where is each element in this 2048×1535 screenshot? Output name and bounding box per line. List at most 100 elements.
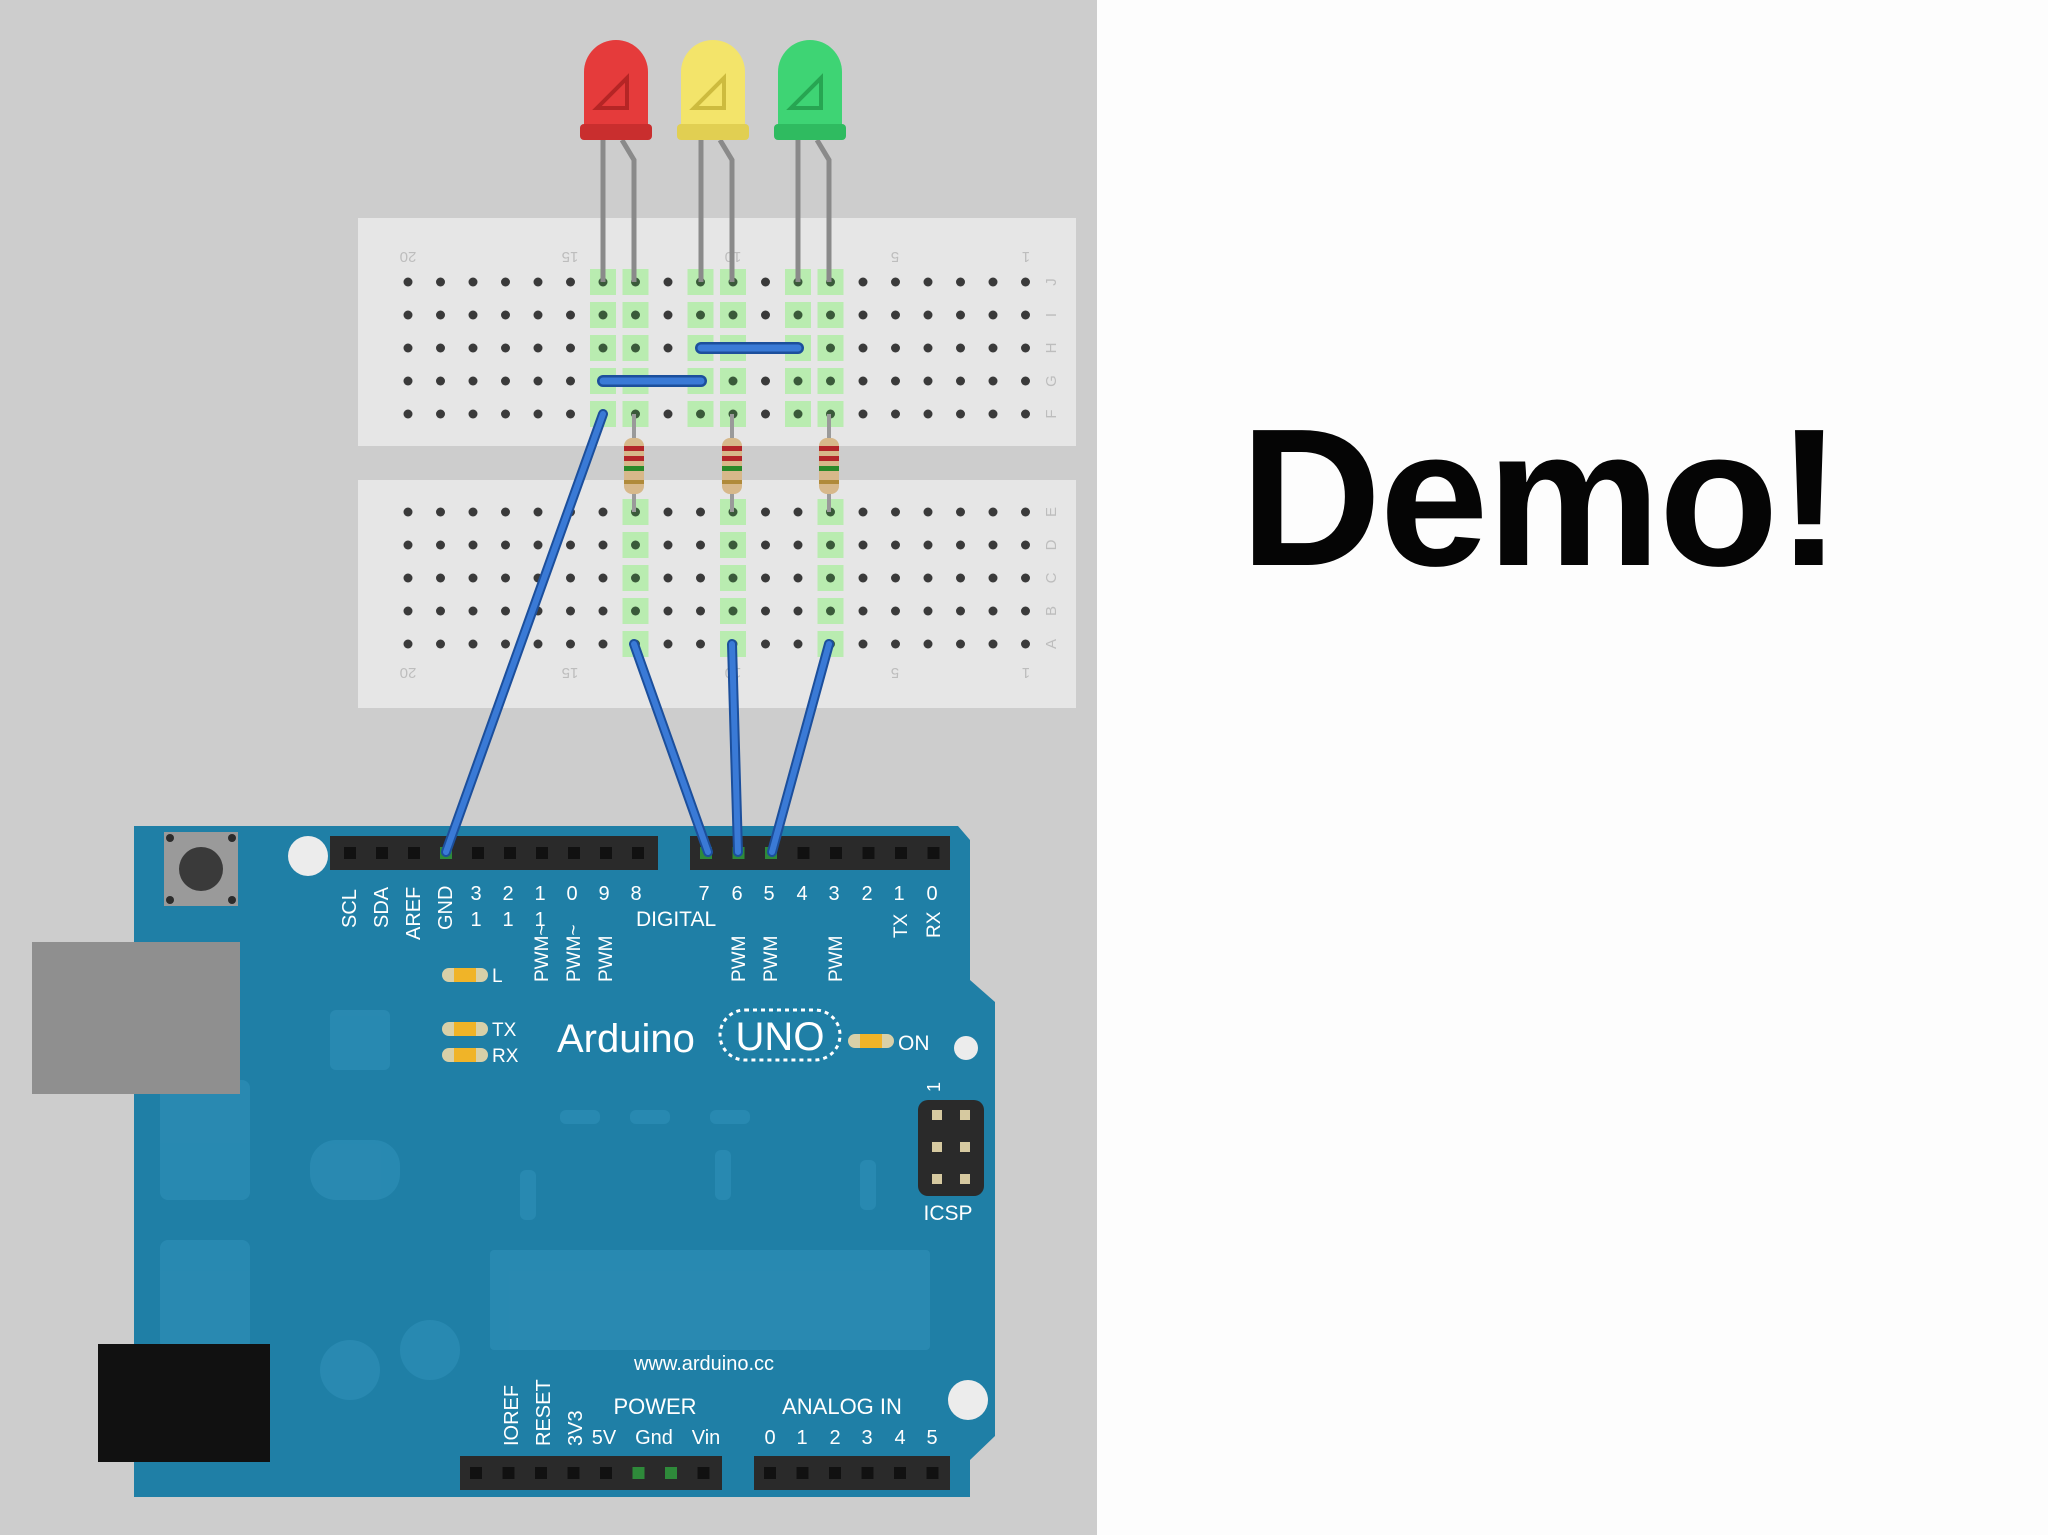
bb-hole xyxy=(436,310,445,320)
bb-row-label: F xyxy=(1043,409,1060,418)
bb-hole xyxy=(1021,376,1030,386)
bb-hole xyxy=(631,310,640,320)
bb-hole xyxy=(956,573,965,583)
pin-label: GND xyxy=(435,886,457,930)
bb-hole xyxy=(501,540,510,550)
bb-hole xyxy=(533,639,543,649)
pin-label: 5 xyxy=(926,1427,937,1449)
bb-hole xyxy=(923,409,933,419)
resistor-2 xyxy=(722,414,742,512)
resistor-3 xyxy=(819,414,839,512)
bb-row-label: A xyxy=(1043,639,1060,649)
bb-hole xyxy=(988,573,998,583)
bb-hole xyxy=(403,639,413,649)
bb-row-label: G xyxy=(1043,375,1060,387)
bb-hole xyxy=(858,376,868,386)
bb-hole xyxy=(468,343,478,353)
bb-hole xyxy=(566,606,575,616)
bb-hole xyxy=(826,606,835,616)
pin-label: 6 xyxy=(731,883,742,905)
bb-hole xyxy=(533,540,543,550)
bb-hole xyxy=(663,310,673,320)
led-green xyxy=(774,40,846,140)
pin-label: 3V3 xyxy=(565,1410,587,1446)
bb-hole xyxy=(403,507,413,517)
bb-hole xyxy=(956,507,965,517)
pin-label: 9 xyxy=(598,883,609,905)
bb-hole xyxy=(468,277,478,287)
bb-row-label: B xyxy=(1043,606,1060,616)
bb-hole xyxy=(501,376,510,386)
bb-hole xyxy=(988,409,998,419)
bb-hole xyxy=(761,507,770,517)
bb-hole xyxy=(793,606,803,616)
bb-hole xyxy=(826,573,835,583)
resistor-1 xyxy=(624,414,644,512)
rx-led-label: RX xyxy=(492,1046,519,1067)
power-jack xyxy=(98,1344,270,1462)
bb-hole xyxy=(793,540,803,550)
pin-label: Gnd xyxy=(635,1427,673,1449)
bb-hole xyxy=(826,310,835,320)
bb-hole xyxy=(403,606,413,616)
bb-hole xyxy=(988,310,998,320)
bb-hole xyxy=(891,639,900,649)
bb-hole xyxy=(793,639,803,649)
bb-hole xyxy=(826,540,835,550)
bb-hole xyxy=(403,540,413,550)
bb-hole xyxy=(793,376,803,386)
bb-hole xyxy=(468,376,478,386)
led-yellow xyxy=(677,40,749,140)
bb-hole xyxy=(761,639,770,649)
bb-hole xyxy=(696,409,705,419)
arduino-brand: Arduino xyxy=(557,1017,695,1061)
bb-hole xyxy=(956,343,965,353)
header-pin xyxy=(796,1467,809,1479)
mount-hole xyxy=(948,1380,988,1420)
pwm-label: PWM~ xyxy=(564,924,585,982)
pin-label: 2 xyxy=(861,883,872,905)
bb-hole xyxy=(761,606,770,616)
bb-hole xyxy=(468,310,478,320)
bb-hole xyxy=(728,376,738,386)
arduino-board: SCL SDA AREF GND 3 1 2 1 1 1 0 9 8 PWM~ … xyxy=(32,826,995,1497)
bb-hole xyxy=(793,507,803,517)
pin-label: 1 xyxy=(534,883,545,905)
bb-hole xyxy=(956,409,965,419)
breadboard-top-half xyxy=(358,218,1076,446)
bb-hole xyxy=(923,639,933,649)
bb-col-label: 20 xyxy=(400,248,417,265)
bb-hole xyxy=(663,573,673,583)
bb-col-label: 5 xyxy=(891,248,899,265)
pin-label: IOREF xyxy=(501,1385,523,1446)
bb-row-label: E xyxy=(1043,507,1060,517)
bb-hole xyxy=(988,606,998,616)
header-pin xyxy=(376,847,388,859)
bb-hole xyxy=(891,343,900,353)
bb-col-label: 1 xyxy=(1022,664,1030,681)
pwm-label: PWM xyxy=(826,936,847,982)
header-pin xyxy=(472,847,484,859)
icsp-header: 1 ICSP xyxy=(918,1082,984,1225)
bb-hole xyxy=(728,310,738,320)
pin-label: 4 xyxy=(796,883,807,905)
bb-hole xyxy=(696,507,705,517)
bb-hole xyxy=(956,310,965,320)
bb-hole xyxy=(1021,310,1030,320)
bb-hole xyxy=(663,540,673,550)
bb-hole xyxy=(891,573,900,583)
bb-hole xyxy=(923,540,933,550)
bb-hole xyxy=(761,376,770,386)
breadboard-bottom-half xyxy=(358,480,1076,708)
bb-hole xyxy=(566,343,575,353)
bb-hole xyxy=(566,409,575,419)
header-pin xyxy=(697,1467,710,1479)
pin-label: 0 xyxy=(566,883,577,905)
status-leds: L TX RX ON xyxy=(442,966,930,1067)
bb-hole xyxy=(923,507,933,517)
uno-badge xyxy=(718,1008,842,1062)
bb-hole xyxy=(566,277,575,287)
header-pin xyxy=(504,847,516,859)
bb-hole xyxy=(631,540,640,550)
bb-hole xyxy=(468,606,478,616)
